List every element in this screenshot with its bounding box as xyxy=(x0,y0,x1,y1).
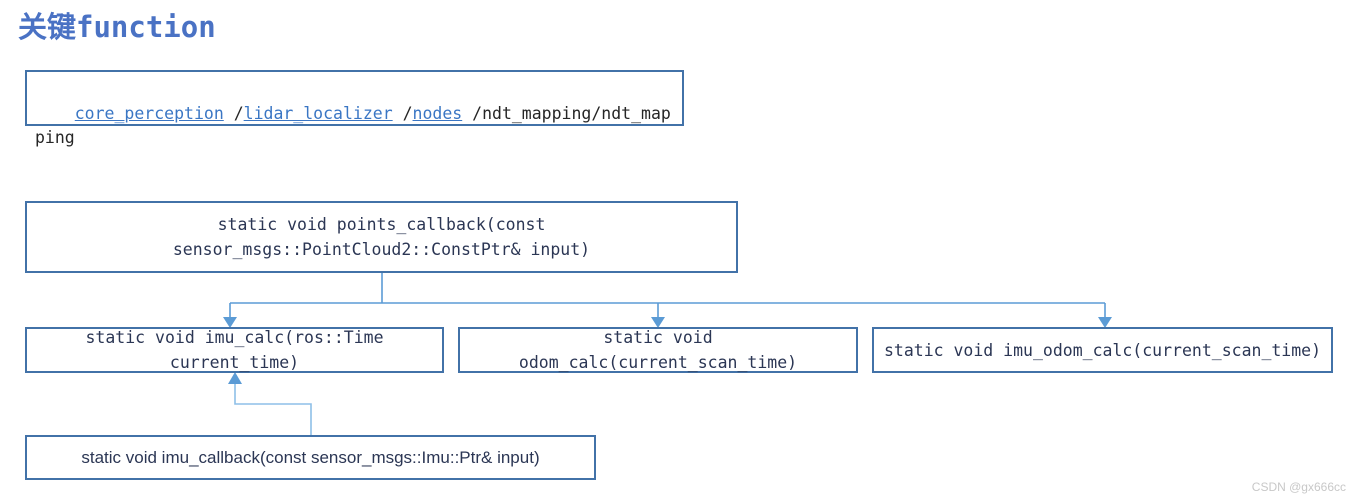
node-odom-calc[interactable]: static void odom_calc(current_scan_time) xyxy=(458,327,858,373)
breadcrumb-link-lidar-localizer[interactable]: lidar_localizer xyxy=(243,104,393,123)
breadcrumb-separator-1: / xyxy=(223,104,244,123)
breadcrumb: core_perception /lidar_localizer /nodes … xyxy=(35,78,675,174)
node-imu-odom-calc[interactable]: static void imu_odom_calc(current_scan_t… xyxy=(872,327,1333,373)
edge-points-callback-to-children xyxy=(223,273,1112,328)
node-points-callback[interactable]: static void points_callback(const sensor… xyxy=(25,201,738,273)
page-title: 关键function xyxy=(18,10,216,44)
node-imu-calc[interactable]: static void imu_calc(ros::Time current_t… xyxy=(25,327,444,373)
breadcrumb-separator-2: / xyxy=(392,104,413,123)
node-imu-callback[interactable]: static void imu_callback(const sensor_ms… xyxy=(25,435,596,480)
breadcrumb-tail-ndt-mapping: /ndt_mapping/ndt_mapping xyxy=(35,104,671,147)
edge-imu-callback-to-imu-calc xyxy=(228,372,312,435)
watermark: CSDN @gx666cc xyxy=(1251,480,1346,494)
breadcrumb-path-box: core_perception /lidar_localizer /nodes … xyxy=(25,70,684,147)
breadcrumb-link-nodes[interactable]: nodes xyxy=(412,104,463,123)
breadcrumb-link-core-perception[interactable]: core_perception xyxy=(74,104,224,123)
